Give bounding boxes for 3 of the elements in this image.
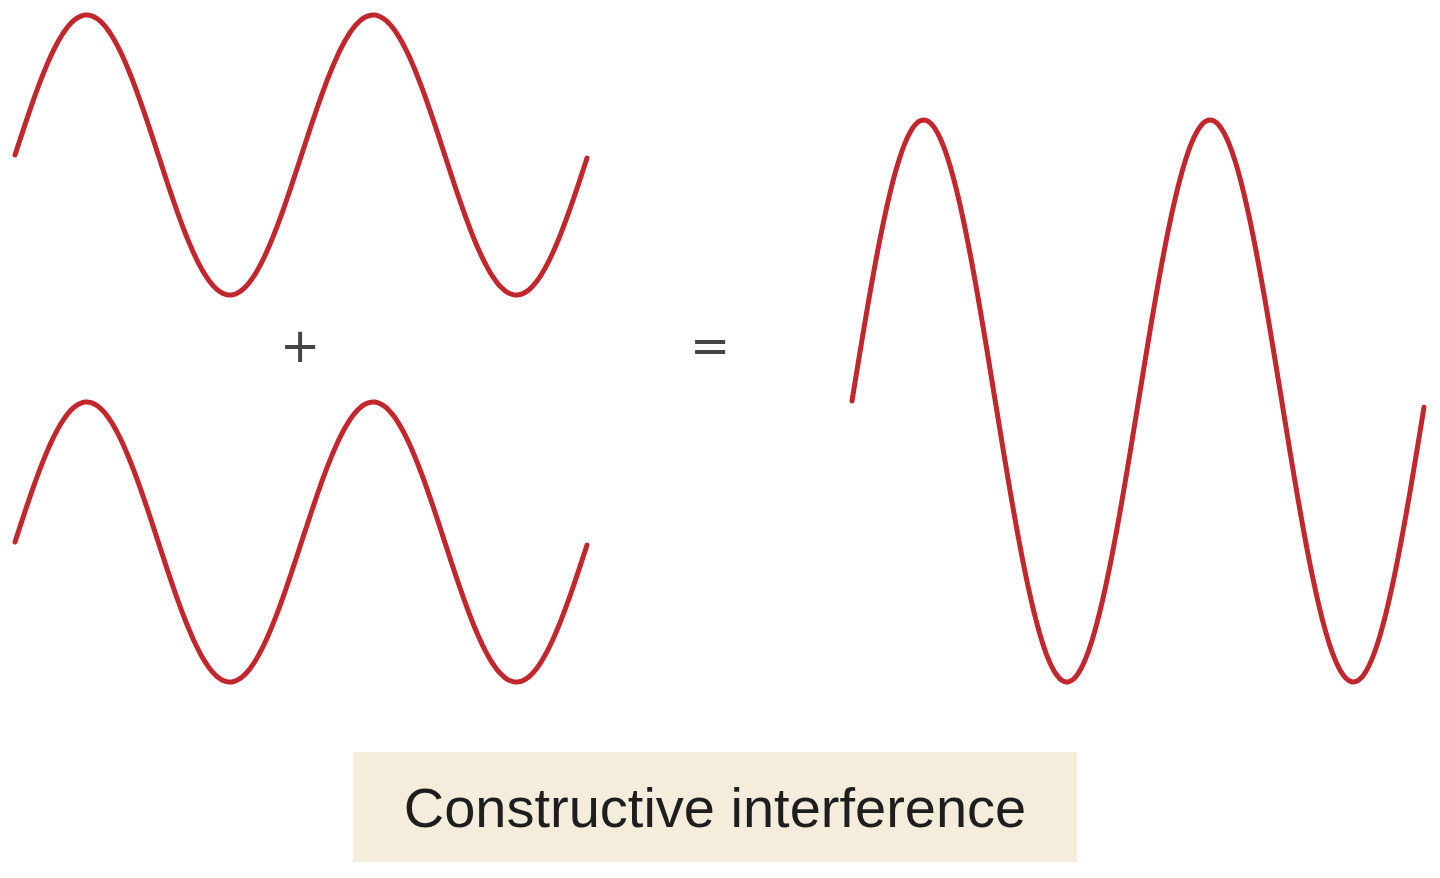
equals-sign: = bbox=[689, 321, 731, 369]
caption: Constructive interference bbox=[353, 752, 1077, 862]
plus-sign: + bbox=[279, 321, 321, 369]
